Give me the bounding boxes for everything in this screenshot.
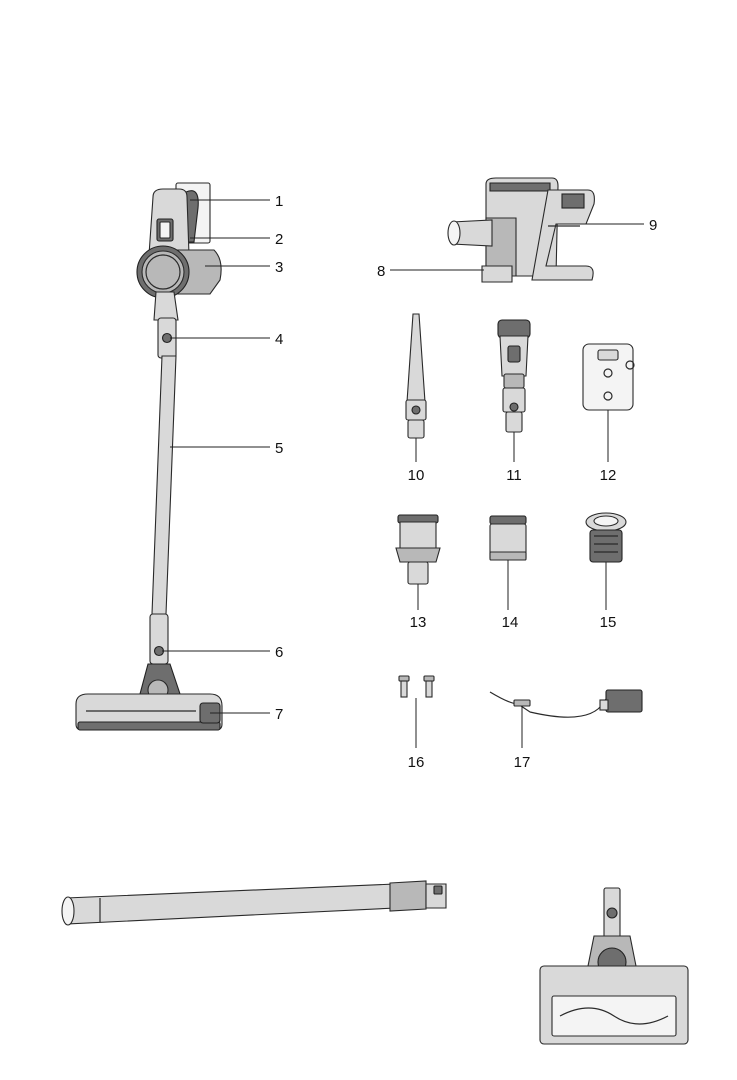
callout-15: 15: [600, 614, 617, 631]
callout-11: 11: [506, 467, 522, 484]
callout-7: 7: [275, 706, 283, 723]
callout-4: 4: [275, 331, 283, 348]
callout-12: 12: [600, 467, 617, 484]
callout-8: 8: [377, 263, 385, 280]
combination-tool-illustration: [498, 320, 530, 432]
crevice-tool-illustration: [406, 314, 426, 438]
callout-9: 9: [649, 217, 657, 234]
callout-13: 13: [410, 614, 427, 631]
callout-3: 3: [275, 259, 283, 276]
leader-lines: [162, 200, 644, 748]
floor-head-illustration: [540, 888, 688, 1044]
wall-bracket-illustration: [583, 344, 634, 410]
callout-2: 2: [275, 231, 283, 248]
callout-labels: 1 2 3 4 5 6 7 8 9 10 11 12 13 14 15 16 1…: [275, 193, 657, 771]
filter-15-illustration: [586, 513, 626, 562]
callout-16: 16: [408, 754, 425, 771]
callout-10: 10: [408, 467, 425, 484]
callout-17: 17: [514, 754, 531, 771]
charger-17-illustration: [490, 690, 642, 717]
adapter-13-illustration: [396, 515, 440, 584]
full-vacuum-illustration: [76, 183, 222, 730]
sleeve-14-illustration: [490, 516, 526, 560]
handheld-unit-illustration: [448, 178, 594, 282]
callout-1: 1: [275, 193, 283, 210]
callout-14: 14: [502, 614, 519, 631]
screws-16-illustration: [399, 676, 434, 697]
extension-tube-illustration: [62, 881, 446, 925]
callout-6: 6: [275, 644, 283, 661]
callout-5: 5: [275, 440, 283, 457]
